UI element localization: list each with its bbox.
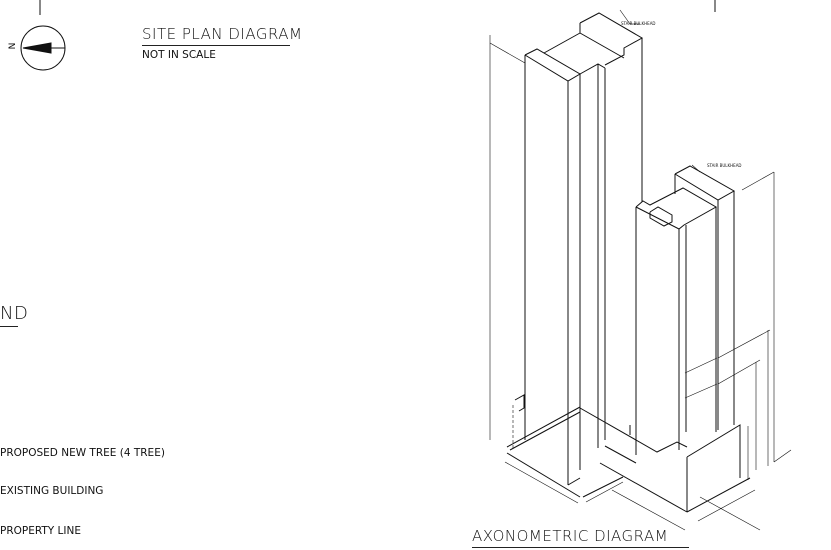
axonometric-title: AXONOMETRIC DIAGRAM — [472, 527, 689, 548]
site-plan-title: SITE PLAN DIAGRAM — [142, 25, 302, 46]
legend-item-proposed-tree: PROPOSED NEW TREE (4 TREE) — [0, 447, 165, 459]
legend-title: ND — [0, 303, 28, 327]
legend-item-property-line: PROPERTY LINE — [0, 525, 81, 537]
stair-bulkhead-label: STAIR BULKHEAD — [707, 163, 742, 168]
podium-base — [506, 394, 761, 531]
second-tower — [635, 165, 771, 455]
north-label: N — [5, 42, 16, 50]
legend-item-existing-building: EXISTING BUILDING — [0, 485, 104, 497]
dimension-lines — [489, 9, 792, 531]
north-arrow-icon — [20, 25, 66, 71]
site-plan-subtitle: NOT IN SCALE — [142, 49, 216, 61]
stair-bulkhead-label: STAIR BULKHEAD — [621, 21, 656, 26]
tall-tower — [524, 12, 644, 485]
